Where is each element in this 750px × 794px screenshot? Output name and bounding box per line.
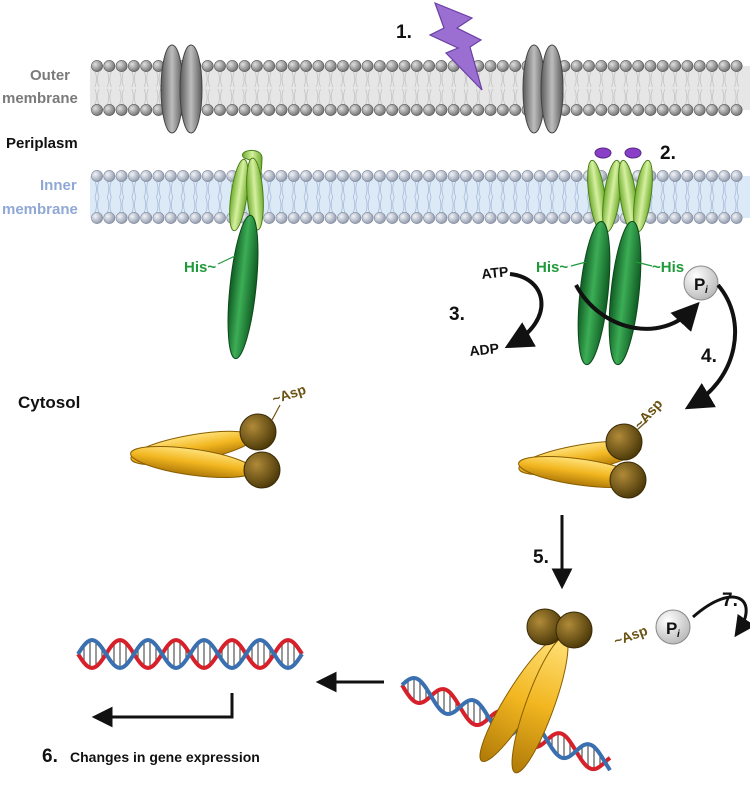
porin-right bbox=[522, 44, 564, 134]
response-regulator-receiving bbox=[518, 419, 649, 499]
step-7: 7. bbox=[722, 590, 738, 611]
pi-subscript: i bbox=[705, 285, 708, 296]
step-1: 1. bbox=[396, 22, 412, 43]
step-2: 2. bbox=[660, 143, 676, 164]
cytosol-label: Cytosol bbox=[18, 393, 80, 412]
outer-membrane-label-1: Outer bbox=[30, 67, 70, 84]
pi-label: P bbox=[694, 275, 705, 294]
his-label-left: His~ bbox=[184, 259, 216, 276]
response-regulator-inactive bbox=[130, 404, 281, 489]
arrow-pi-to-asp bbox=[684, 283, 738, 410]
asp-label-3: ~Asp bbox=[612, 622, 650, 649]
inner-membrane-label-2: membrane bbox=[2, 201, 78, 218]
gene-expression-caption: Changes in gene expression bbox=[70, 749, 260, 765]
arrow-atp-to-adp bbox=[504, 272, 544, 349]
asp-label-2: ~Asp bbox=[630, 396, 665, 432]
response-regulator-active bbox=[479, 608, 593, 774]
signal-lightning-icon bbox=[428, 1, 483, 91]
atp-label: ATP bbox=[481, 263, 509, 282]
histidine-kinase-inactive bbox=[217, 150, 264, 360]
phosphate-group-bottom: P i bbox=[655, 609, 691, 645]
outer-membrane-label-2: membrane bbox=[2, 90, 78, 107]
step-5: 5. bbox=[533, 547, 549, 568]
phosphate-group-top: P i bbox=[683, 265, 719, 301]
step-4: 4. bbox=[701, 346, 717, 367]
dna-free bbox=[76, 637, 304, 671]
pi-label-2: P bbox=[666, 619, 677, 638]
adp-label: ADP bbox=[469, 340, 500, 359]
his-label-right-b: ~His bbox=[652, 259, 684, 276]
arrow-his-to-pi bbox=[574, 284, 700, 332]
porin-left bbox=[160, 44, 203, 134]
outer-membrane bbox=[90, 60, 750, 116]
step-3: 3. bbox=[449, 304, 465, 325]
step-6: 6. bbox=[42, 746, 58, 767]
pi-subscript-2: i bbox=[677, 629, 680, 640]
arrow-gene-expression bbox=[91, 693, 234, 728]
periplasm-label: Periplasm bbox=[6, 135, 78, 152]
his-label-right-a: His~ bbox=[536, 259, 568, 276]
arrow-step-7 bbox=[692, 595, 750, 638]
asp-label-1: ~Asp bbox=[270, 381, 308, 407]
inner-membrane-label-1: Inner bbox=[40, 177, 77, 194]
